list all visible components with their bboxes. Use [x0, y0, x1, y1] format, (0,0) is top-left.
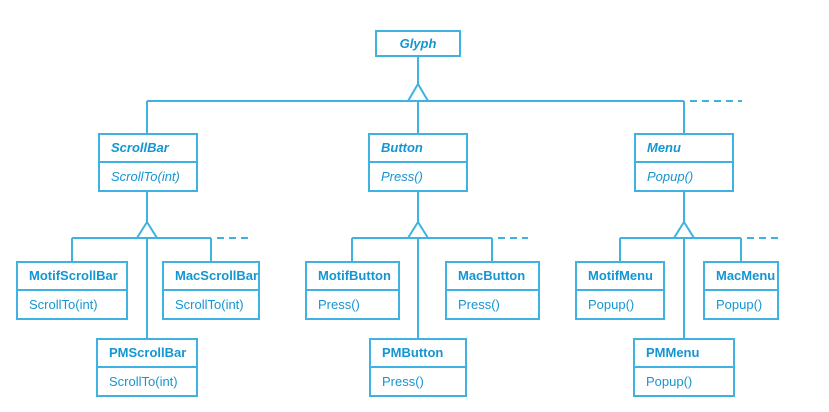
inheritance-connector-menu — [619, 192, 782, 338]
class-name: PMMenu — [635, 340, 733, 368]
class-name: Menu — [636, 135, 732, 163]
class-name: MacButton — [447, 263, 538, 291]
inheritance-connector-glyph — [146, 57, 742, 133]
class-method: Press() — [458, 297, 500, 312]
class-method: Popup() — [716, 297, 763, 312]
inheritance-connector-scrollbar — [71, 192, 250, 338]
class-name: Glyph — [399, 36, 437, 51]
class-method: ScrollTo(int) — [175, 297, 244, 312]
class-name: MotifMenu — [577, 263, 663, 291]
class-name: PMButton — [371, 340, 465, 368]
class-name: MotifScrollBar — [18, 263, 126, 291]
inheritance-triangle-icon — [135, 220, 159, 239]
class-name: Button — [370, 135, 466, 163]
class-box-pm-button: PMButton Press() — [369, 338, 467, 397]
class-method: ScrollTo(int) — [29, 297, 98, 312]
class-box-pm-scrollbar: PMScrollBar ScrollTo(int) — [96, 338, 198, 397]
class-box-scrollbar: ScrollBar ScrollTo(int) — [98, 133, 198, 192]
class-box-menu: Menu Popup() — [634, 133, 734, 192]
class-method: Press() — [382, 374, 424, 389]
class-method: Popup() — [647, 169, 694, 184]
inheritance-triangle-icon — [406, 82, 430, 102]
class-name: PMScrollBar — [98, 340, 196, 368]
class-box-mac-button: MacButton Press() — [445, 261, 540, 320]
class-method: Press() — [381, 169, 423, 184]
class-name: MacMenu — [705, 263, 777, 291]
class-name: MotifButton — [307, 263, 398, 291]
class-box-button: Button Press() — [368, 133, 468, 192]
class-method: Popup() — [588, 297, 635, 312]
class-box-motif-button: MotifButton Press() — [305, 261, 400, 320]
inheritance-triangle-icon — [672, 220, 696, 239]
class-method: Press() — [318, 297, 360, 312]
class-box-mac-menu: MacMenu Popup() — [703, 261, 779, 320]
class-method: ScrollTo(int) — [109, 374, 178, 389]
class-box-motif-scrollbar: MotifScrollBar ScrollTo(int) — [16, 261, 128, 320]
class-box-mac-scrollbar: MacScrollBar ScrollTo(int) — [162, 261, 260, 320]
class-box-motif-menu: MotifMenu Popup() — [575, 261, 665, 320]
class-name: MacScrollBar — [164, 263, 258, 291]
class-method: ScrollTo(int) — [111, 169, 180, 184]
class-box-glyph: Glyph — [375, 30, 461, 57]
inheritance-connector-button — [351, 192, 528, 338]
class-name: ScrollBar — [100, 135, 196, 163]
class-method: Popup() — [646, 374, 693, 389]
inheritance-triangle-icon — [406, 220, 430, 239]
class-box-pm-menu: PMMenu Popup() — [633, 338, 735, 397]
